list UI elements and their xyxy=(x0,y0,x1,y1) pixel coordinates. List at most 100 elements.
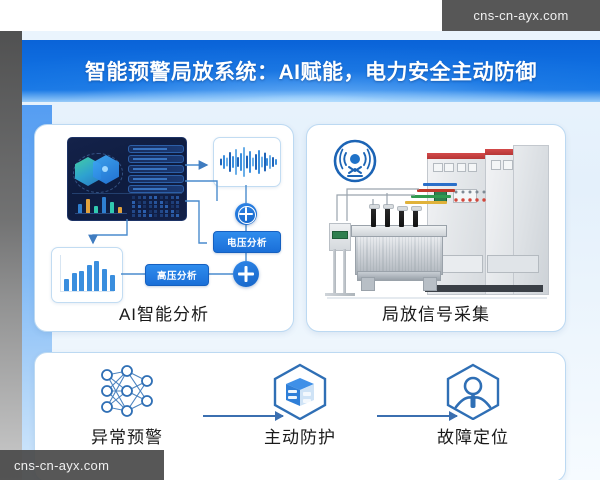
equipment-illustration xyxy=(307,125,565,331)
transformer-fin xyxy=(380,235,383,271)
waveform-bar xyxy=(222,155,225,169)
dot-matrix-cell xyxy=(165,214,168,217)
waveform-bar xyxy=(269,155,272,169)
dot-matrix-cell xyxy=(159,209,163,213)
cabinet-meter-1 xyxy=(433,163,443,172)
waveform-bar xyxy=(246,155,249,169)
hexagon-cluster xyxy=(73,152,123,193)
transformer-foot-right xyxy=(423,277,437,291)
person-hexagon-icon xyxy=(413,361,533,421)
transformer-fin xyxy=(438,235,440,271)
dot-matrix-cell xyxy=(154,205,157,208)
flow-step-label-3: 故障定位 xyxy=(437,428,509,447)
dashboard-mini-bar xyxy=(110,202,114,213)
overhead-wiring xyxy=(336,188,419,221)
left-edge-strip xyxy=(0,30,22,480)
transformer-fin xyxy=(434,235,437,271)
waveform-bar xyxy=(275,159,278,165)
dot-matrix-cell xyxy=(154,200,157,204)
dashboard-row-item xyxy=(128,165,184,173)
bushing-cap-1 xyxy=(369,204,380,209)
dashboard-mini-bar xyxy=(102,197,106,213)
dashboard-mini-bar xyxy=(78,204,82,213)
bushing-cap-3 xyxy=(397,206,408,211)
cabinet-vent-right xyxy=(487,255,539,273)
waveform-bar xyxy=(234,149,237,175)
dot-matrix-cell xyxy=(154,214,157,217)
card-signal-acquisition[interactable]: 局放信号采集 xyxy=(306,124,566,332)
waveform-bar xyxy=(243,147,246,177)
transformer-fin xyxy=(412,235,415,271)
transformer-fin xyxy=(370,235,373,271)
dot-matrix-cell xyxy=(154,196,157,199)
dot-matrix-cell xyxy=(143,214,146,217)
dot-matrix-cell xyxy=(148,209,152,213)
barbox-bar xyxy=(109,275,115,291)
dashboard-mini-barchart xyxy=(75,197,127,216)
busbar-green xyxy=(411,195,451,198)
tag-voltage-analysis[interactable]: 电压分析 xyxy=(213,231,281,253)
dashboard-row-item xyxy=(128,185,184,193)
cabinet-plinth xyxy=(425,285,543,292)
card-ai-analysis[interactable]: 电压分析 高压分析 AI智能分析 xyxy=(34,124,294,332)
page-title: 智能预警局放系统：AI赋能，电力安全主动防御 xyxy=(85,61,537,84)
hexagon-ring xyxy=(73,153,123,193)
hex-center-dot xyxy=(102,166,108,172)
banner-glow xyxy=(161,88,461,102)
busbar-red xyxy=(417,189,455,192)
dot-matrix-cell xyxy=(159,214,163,217)
dot-matrix-cell xyxy=(170,200,174,204)
dashboard-row-list xyxy=(128,145,184,195)
dot-matrix-cell xyxy=(132,214,135,217)
transformer-bushing-4 xyxy=(413,209,418,227)
equipment-ground-line xyxy=(327,297,547,299)
barbox-bar xyxy=(64,279,69,291)
transformer-base xyxy=(357,271,441,281)
dashboard-mini-bar xyxy=(118,207,122,213)
terminal-screen xyxy=(332,231,348,239)
dashboard-panel xyxy=(67,137,187,221)
card-left-caption: AI智能分析 xyxy=(118,305,210,324)
bushing-cap-4 xyxy=(411,206,422,211)
tag-high-voltage-analysis[interactable]: 高压分析 xyxy=(145,264,209,286)
neural-network-icon xyxy=(67,361,187,421)
transformer-fin xyxy=(396,235,399,271)
dot-matrix-cell xyxy=(159,200,163,204)
dot-matrix-cell xyxy=(165,205,168,208)
header-banner: 智能预警局放系统：AI赋能，电力安全主动防御 xyxy=(22,40,600,102)
dot-matrix-cell xyxy=(165,196,168,199)
dot-matrix-cell xyxy=(170,214,174,217)
waveform-bar xyxy=(263,152,266,172)
dot-matrix-cell xyxy=(143,200,146,204)
transformer-fin xyxy=(406,235,408,271)
card-process-flow[interactable]: 异常预警 主动防护 xyxy=(34,352,566,480)
bushing-cap-2 xyxy=(383,204,394,209)
barbox-bar xyxy=(86,265,92,291)
cabinet-meter-5 xyxy=(491,160,501,170)
dot-matrix-cell xyxy=(137,209,141,213)
waveform-bar xyxy=(231,156,234,168)
terminal-base-foot xyxy=(325,293,355,296)
flow-arrow-2 xyxy=(377,411,458,421)
diagram-connectors xyxy=(88,160,247,275)
waveform-bar xyxy=(257,150,260,174)
waveform-bar xyxy=(266,158,269,166)
transformer-fin xyxy=(418,235,421,271)
combine-node-circle-plus xyxy=(235,203,257,225)
cabinet-meter-2 xyxy=(444,163,454,172)
barbox-bar xyxy=(102,269,107,291)
transformer-fin xyxy=(383,235,386,271)
waveform-bar xyxy=(225,157,228,167)
flow-step-fault-location[interactable]: 故障定位 xyxy=(413,361,533,448)
dot-matrix-cell xyxy=(132,196,135,199)
cabinet-meter-3 xyxy=(457,163,466,172)
barbox-bar xyxy=(94,261,100,291)
flow-step-anomaly-warning[interactable]: 异常预警 xyxy=(67,361,187,448)
transformer-fin xyxy=(415,235,418,271)
dot-matrix-cell xyxy=(143,205,146,208)
dashboard-mini-bar xyxy=(94,206,98,213)
cabinet-meter-6 xyxy=(503,160,513,170)
flow-step-active-protection[interactable]: 主动防护 xyxy=(240,361,360,448)
transformer-fin xyxy=(377,235,380,271)
dashboard-mini-bar xyxy=(86,199,90,213)
